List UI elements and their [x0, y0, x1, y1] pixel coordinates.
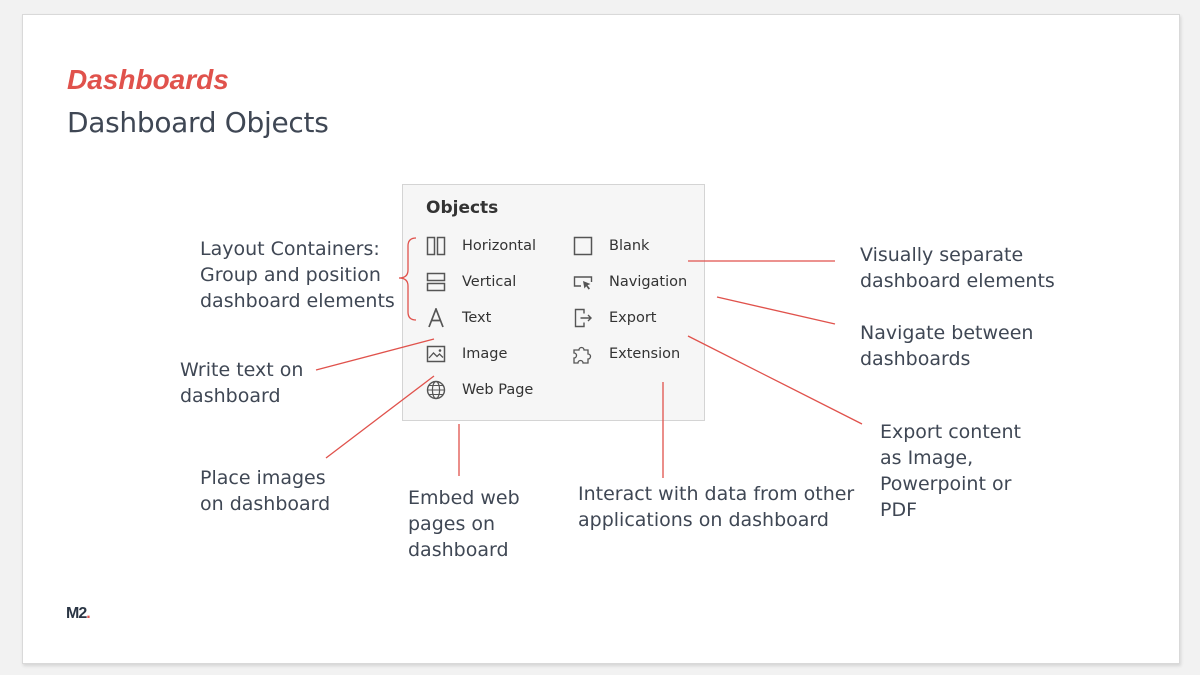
annotation-line: PDF [880, 499, 918, 521]
object-blank[interactable]: Blank [572, 232, 649, 260]
annotation-line: Navigate between [860, 322, 1034, 344]
annotation-line: on dashboard [200, 493, 331, 515]
puzzle-icon [572, 343, 594, 365]
page-title: Dashboards [67, 64, 229, 95]
annotation-line: dashboards [860, 348, 971, 370]
page-subtitle: Dashboard Objects [67, 106, 329, 139]
annotation-line: Group and position [200, 264, 381, 286]
object-label: Extension [609, 346, 681, 362]
annotation-extension: Interact with data from other applicatio… [578, 481, 854, 533]
globe-icon [425, 379, 447, 401]
annotation-layout-containers: Layout Containers: Group and position da… [200, 236, 395, 314]
annotation-line: as Image, [880, 447, 974, 469]
object-label: Export [609, 310, 657, 326]
m2-logo: M2. [66, 605, 91, 623]
annotation-line: Powerpoint or [880, 473, 1012, 495]
vertical-container-icon [425, 271, 447, 293]
annotation-line: applications on dashboard [578, 509, 829, 531]
annotation-navigation: Navigate between dashboards [860, 320, 1033, 372]
object-label: Blank [609, 238, 650, 254]
annotation-line: dashboard elements [860, 270, 1055, 292]
object-label: Vertical [462, 274, 517, 290]
annotation-web-page: Embed web pages on dashboard [408, 485, 520, 563]
object-image[interactable]: Image [425, 340, 507, 368]
text-icon [425, 307, 447, 329]
object-horizontal[interactable]: Horizontal [425, 232, 536, 260]
export-icon [572, 307, 594, 329]
annotation-line: dashboard [180, 385, 281, 407]
object-label: Text [462, 310, 492, 326]
annotation-line: Export content [880, 421, 1021, 443]
logo-dot: . [86, 605, 91, 622]
blank-icon [572, 235, 594, 257]
object-label: Web Page [462, 382, 534, 398]
horizontal-container-icon [425, 235, 447, 257]
object-navigation[interactable]: Navigation [572, 268, 687, 296]
objects-panel-title: Objects [426, 198, 499, 218]
annotation-export: Export content as Image, Powerpoint or P… [880, 419, 1021, 523]
annotation-line: Embed web [408, 487, 520, 509]
annotation-image: Place images on dashboard [200, 465, 330, 517]
annotation-line: dashboard [408, 539, 509, 561]
object-text[interactable]: Text [425, 304, 491, 332]
annotation-line: Visually separate [860, 244, 1024, 266]
annotation-line: Write text on [180, 359, 304, 381]
object-label: Horizontal [462, 238, 537, 254]
annotation-line: pages on [408, 513, 496, 535]
annotation-blank: Visually separate dashboard elements [860, 242, 1055, 294]
logo-text: M2 [66, 605, 87, 622]
navigation-icon [572, 271, 594, 293]
image-icon [425, 343, 447, 365]
objects-panel: Objects Horizontal Vertical Text Image W… [402, 184, 705, 421]
object-label: Image [462, 346, 508, 362]
object-export[interactable]: Export [572, 304, 656, 332]
annotation-line: dashboard elements [200, 290, 395, 312]
annotation-line: Layout Containers: [200, 238, 380, 260]
annotation-line: Place images [200, 467, 326, 489]
object-web-page[interactable]: Web Page [425, 376, 533, 404]
annotation-line: Interact with data from other [578, 483, 855, 505]
object-extension[interactable]: Extension [572, 340, 680, 368]
object-label: Navigation [609, 274, 688, 290]
annotation-text: Write text on dashboard [180, 357, 303, 409]
object-vertical[interactable]: Vertical [425, 268, 516, 296]
